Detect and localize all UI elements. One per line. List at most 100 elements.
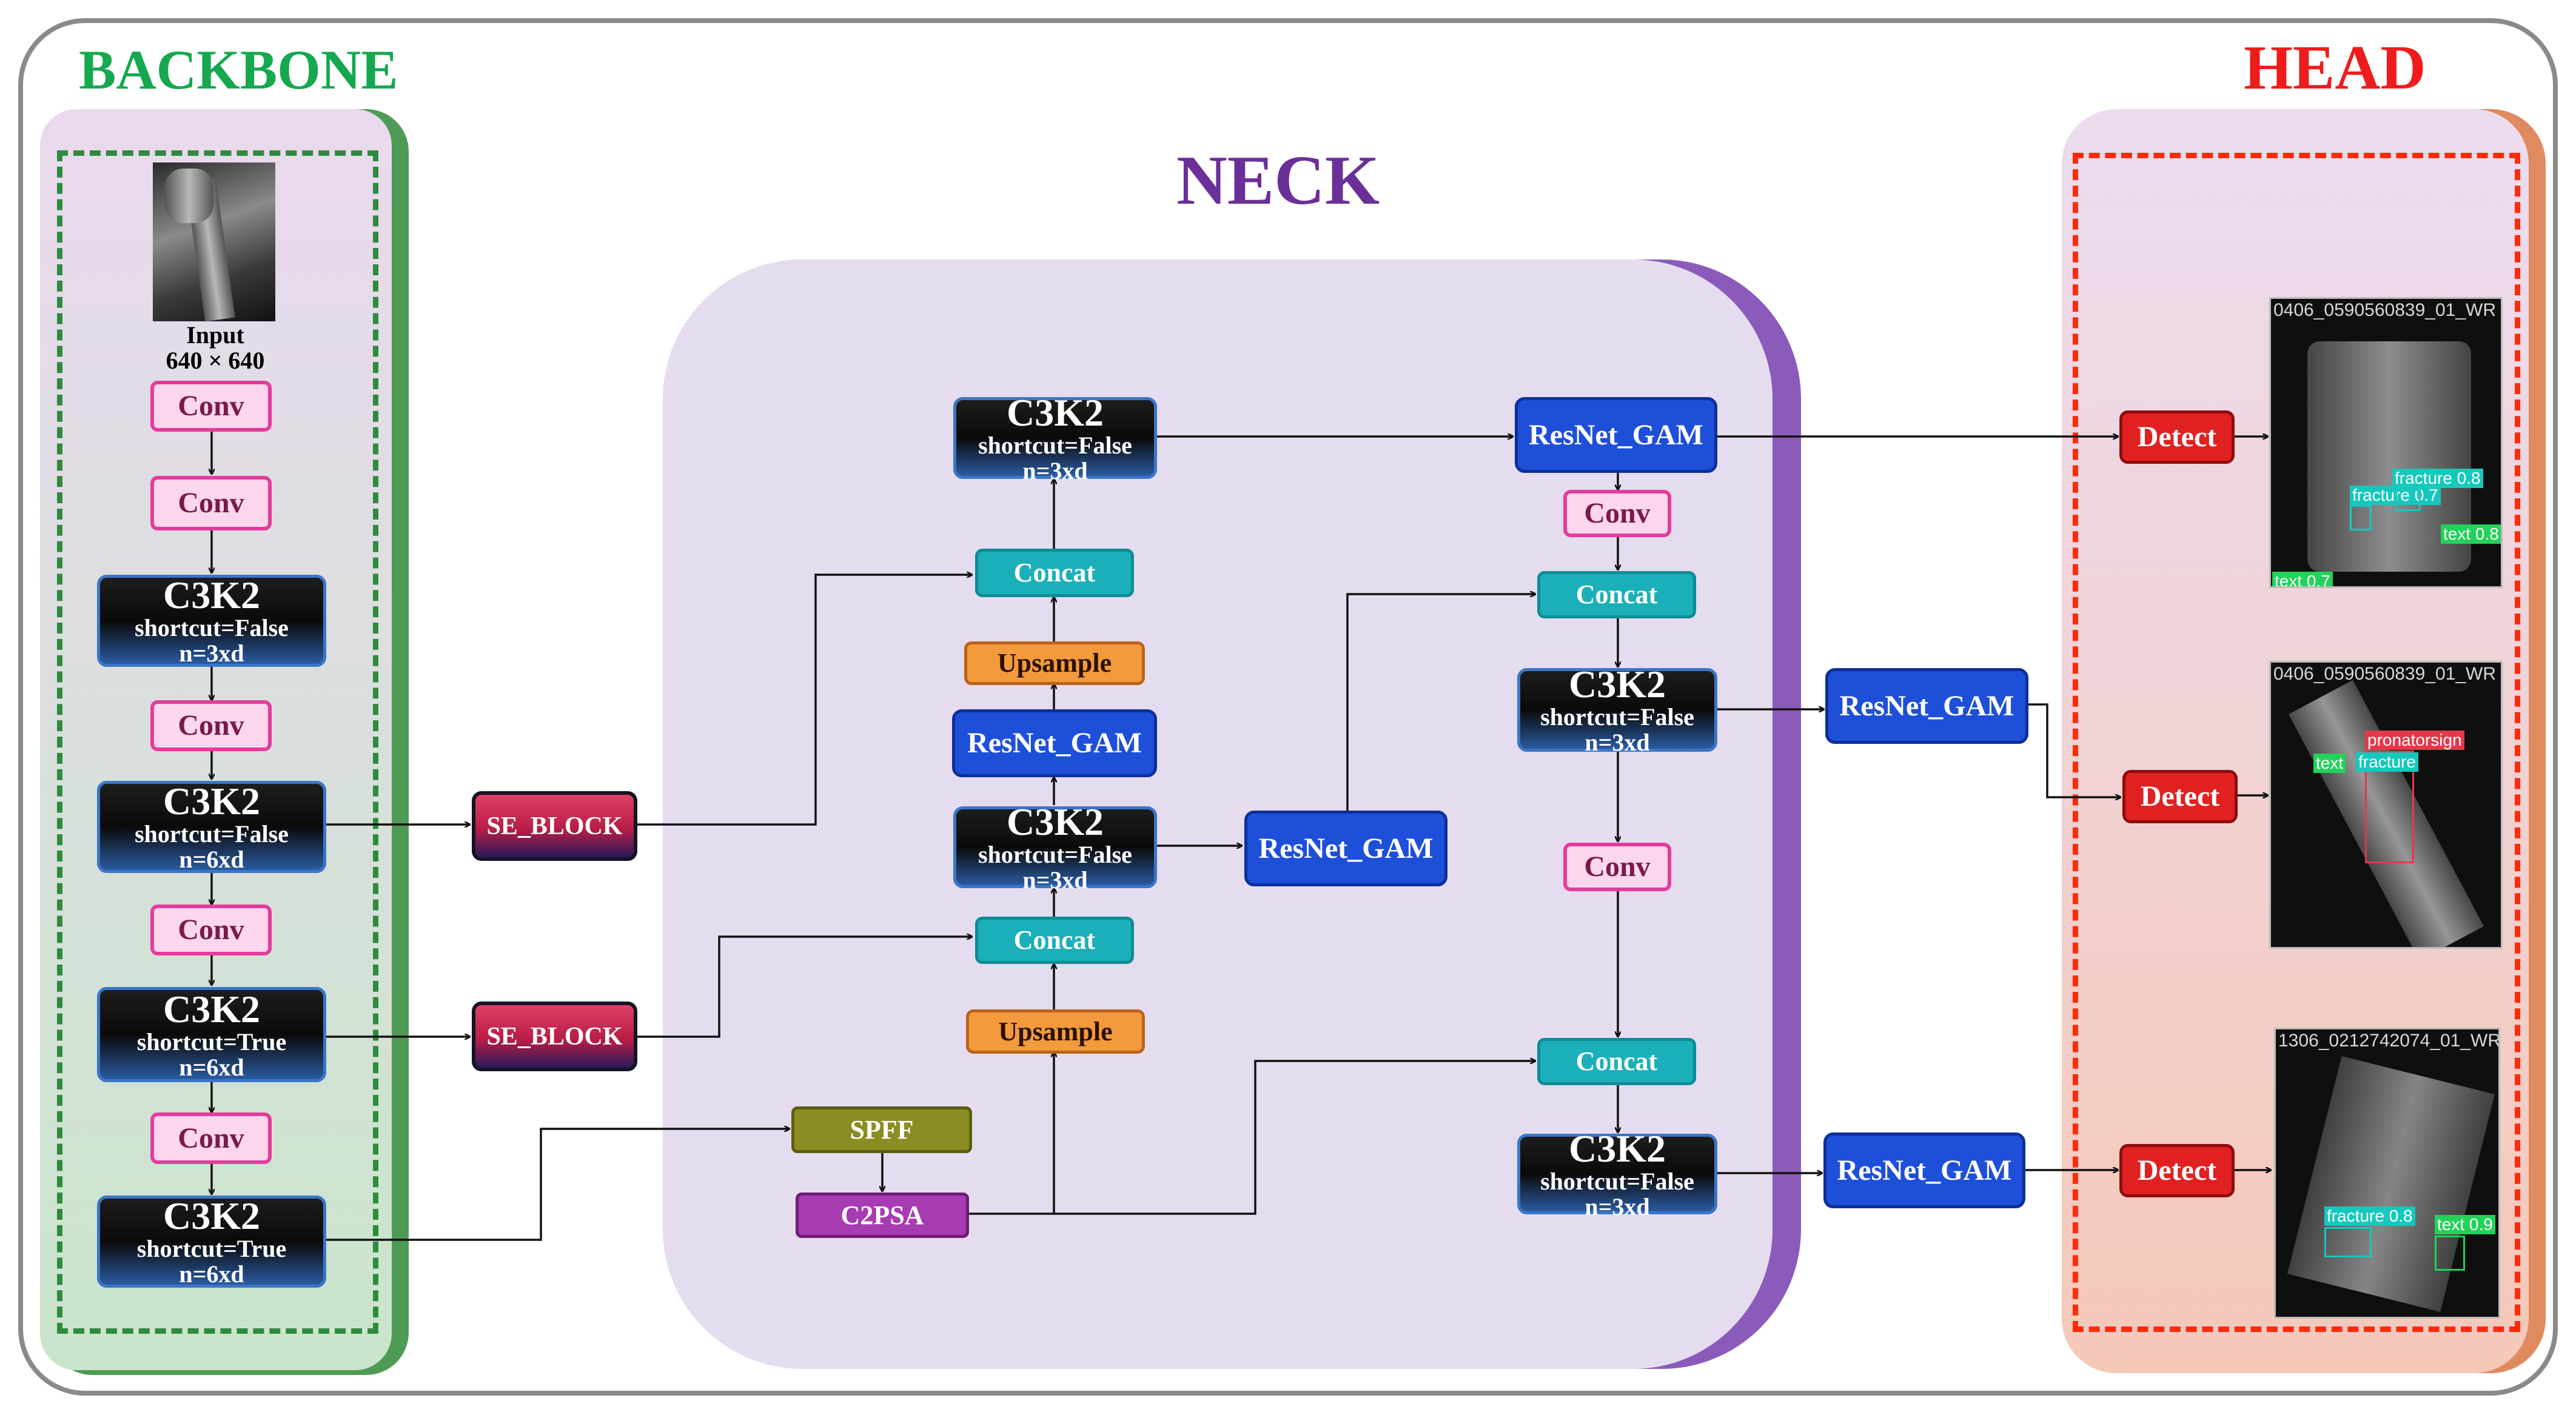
c3k2-title: C3K2 <box>1569 1126 1666 1170</box>
image-caption: 1306_0212742074_01_WR <box>2278 1031 2500 1051</box>
se-block-label: SE_BLOCK <box>486 812 623 840</box>
conv-label: Conv <box>1584 851 1651 883</box>
backbone-title: BACKBONE <box>79 39 398 101</box>
spff-block[interactable]: SPFF <box>791 1106 972 1153</box>
concat-right[interactable]: Concat <box>1537 571 1696 618</box>
neck-c3k2-right-1[interactable]: C3K2 shortcut=False n=3xd <box>1517 663 1717 756</box>
resnet-gam-top-right[interactable]: ResNet_GAM <box>1515 397 1717 473</box>
resnet-gam-label: ResNet_GAM <box>967 727 1142 759</box>
c2psa-block[interactable]: C2PSA <box>796 1193 969 1238</box>
concat-bottom[interactable]: Concat <box>1537 1038 1696 1085</box>
detect-label: Detect <box>2137 421 2217 453</box>
outer-frame <box>18 18 2558 1396</box>
upsample-label: Upsample <box>998 1016 1113 1046</box>
backbone-c3k2-3[interactable]: C3K2 shortcut=True n=6xd <box>97 987 326 1082</box>
neck-c3k2-right-2[interactable]: C3K2 shortcut=False n=3xd <box>1517 1129 1717 1219</box>
c3k2-title: C3K2 <box>1569 663 1666 706</box>
arrow-resnetgam2-detect2 <box>2028 703 2121 797</box>
c3k2-title: C3K2 <box>1007 390 1104 434</box>
backbone-conv-4[interactable]: Conv <box>150 905 272 955</box>
bbox-label: text 0.9 <box>2435 1215 2495 1235</box>
backbone-conv-1[interactable]: Conv <box>150 381 272 432</box>
concat-mid[interactable]: Concat <box>975 917 1134 964</box>
backbone-conv-3[interactable]: Conv <box>150 700 272 751</box>
input-xray-image <box>153 162 275 322</box>
conv-label: Conv <box>178 709 244 741</box>
upsample-top[interactable]: Upsample <box>964 641 1145 685</box>
detection-image-3: 1306_0212742074_01_WR fracture 0.8 text … <box>2274 1028 2500 1319</box>
c3k2-n: n=3xd <box>1585 729 1650 756</box>
c3k2-n: n=6xd <box>179 1260 244 1288</box>
input-size: 640 × 640 <box>166 347 265 374</box>
detect-2[interactable]: Detect <box>2122 770 2238 823</box>
bbox-label: pronatorsign <box>2365 731 2464 751</box>
backbone-c3k2-1[interactable]: C3K2 shortcut=False n=3xd <box>97 575 326 667</box>
c3k2-shortcut: shortcut=False <box>978 840 1132 868</box>
conv-label: Conv <box>178 487 244 519</box>
conv-label: Conv <box>1584 497 1651 529</box>
bbox-label: fracture <box>2356 752 2418 772</box>
bbox-label: fracture 0.8 <box>2324 1206 2415 1226</box>
conv-label: Conv <box>178 390 244 422</box>
detection-image-2: 0406_0590560839_01_WR pronatorsign text … <box>2269 661 2503 949</box>
detect-3[interactable]: Detect <box>2119 1144 2235 1197</box>
arrow-c2psa-upsample-bottom <box>969 1052 1054 1215</box>
c2psa-label: C2PSA <box>840 1200 924 1230</box>
neck-c3k2-mid[interactable]: C3K2 shortcut=False n=3xd <box>953 802 1157 892</box>
backbone-c3k2-4[interactable]: C3K2 shortcut=True n=6xd <box>97 1196 326 1288</box>
concat-label: Concat <box>1013 925 1096 955</box>
arrow-c2psa-concat-bottom <box>1054 1061 1535 1215</box>
backbone-c3k2-2[interactable]: C3K2 shortcut=False n=6xd <box>97 781 326 873</box>
c3k2-title: C3K2 <box>163 1194 260 1237</box>
neck-c3k2-top[interactable]: C3K2 shortcut=False n=3xd <box>953 393 1157 483</box>
resnet-gam-label: ResNet_GAM <box>1258 832 1434 865</box>
fracture-bbox <box>2324 1227 2372 1257</box>
c3k2-shortcut: shortcut=False <box>135 614 289 641</box>
pronatorsign-bbox <box>2365 751 2414 863</box>
head-title: HEAD <box>2244 33 2426 102</box>
detect-label: Detect <box>2137 1154 2217 1186</box>
resnet-gam-label: ResNet_GAM <box>1839 689 2014 722</box>
arrow-seblock1-concat-top <box>637 575 972 826</box>
xray-wrist <box>2287 1056 2495 1312</box>
concat-label: Concat <box>1013 558 1096 587</box>
arrow-c3k2d-spff <box>326 1129 790 1241</box>
backbone-dashed-border <box>57 150 378 1334</box>
resnet-gam-head-mid[interactable]: ResNet_GAM <box>1825 668 2028 744</box>
input-caption: Input 640 × 640 <box>133 323 297 373</box>
bbox-label: fracture 0.7 <box>2350 486 2441 506</box>
se-block-2[interactable]: SE_BLOCK <box>472 1002 637 1071</box>
resnet-gam-center[interactable]: ResNet_GAM <box>952 709 1157 777</box>
resnet-gam-neck-mid[interactable]: ResNet_GAM <box>1244 811 1447 886</box>
concat-label: Concat <box>1575 580 1658 609</box>
c3k2-shortcut: shortcut=True <box>136 1235 287 1262</box>
bbox-label: text 0.7 <box>2272 572 2333 586</box>
c3k2-title: C3K2 <box>163 574 260 617</box>
neck-conv-2[interactable]: Conv <box>1563 843 1671 891</box>
se-block-1[interactable]: SE_BLOCK <box>472 791 637 861</box>
input-label: Input <box>186 321 244 349</box>
c3k2-title: C3K2 <box>163 987 260 1031</box>
detection-image-1: 0406_0590560839_01_WR fracture 0.8 fract… <box>2269 297 2503 588</box>
upsample-bottom[interactable]: Upsample <box>966 1009 1145 1054</box>
concat-top[interactable]: Concat <box>975 549 1134 597</box>
c3k2-n: n=3xd <box>1585 1193 1650 1220</box>
resnet-gam-label: ResNet_GAM <box>1837 1154 2012 1186</box>
arrow-seblock2-concat-mid <box>637 937 972 1038</box>
bbox-label: fracture 0.8 <box>2392 469 2483 489</box>
neck-conv-1[interactable]: Conv <box>1563 490 1671 537</box>
c3k2-shortcut: shortcut=False <box>978 431 1132 459</box>
detect-1[interactable]: Detect <box>2119 410 2235 464</box>
resnet-gam-head-bottom[interactable]: ResNet_GAM <box>1823 1132 2025 1208</box>
c3k2-title: C3K2 <box>163 780 260 823</box>
backbone-conv-2[interactable]: Conv <box>150 476 272 530</box>
arrow-resnetgam-concat-right <box>1346 594 1535 811</box>
fracture-bbox <box>2395 489 2421 511</box>
neck-title: NECK <box>1176 142 1380 219</box>
c3k2-shortcut: shortcut=True <box>136 1028 287 1055</box>
bbox-label: text 0.8 <box>2441 524 2501 544</box>
backbone-conv-5[interactable]: Conv <box>150 1112 272 1164</box>
fracture-bbox <box>2350 505 2372 530</box>
